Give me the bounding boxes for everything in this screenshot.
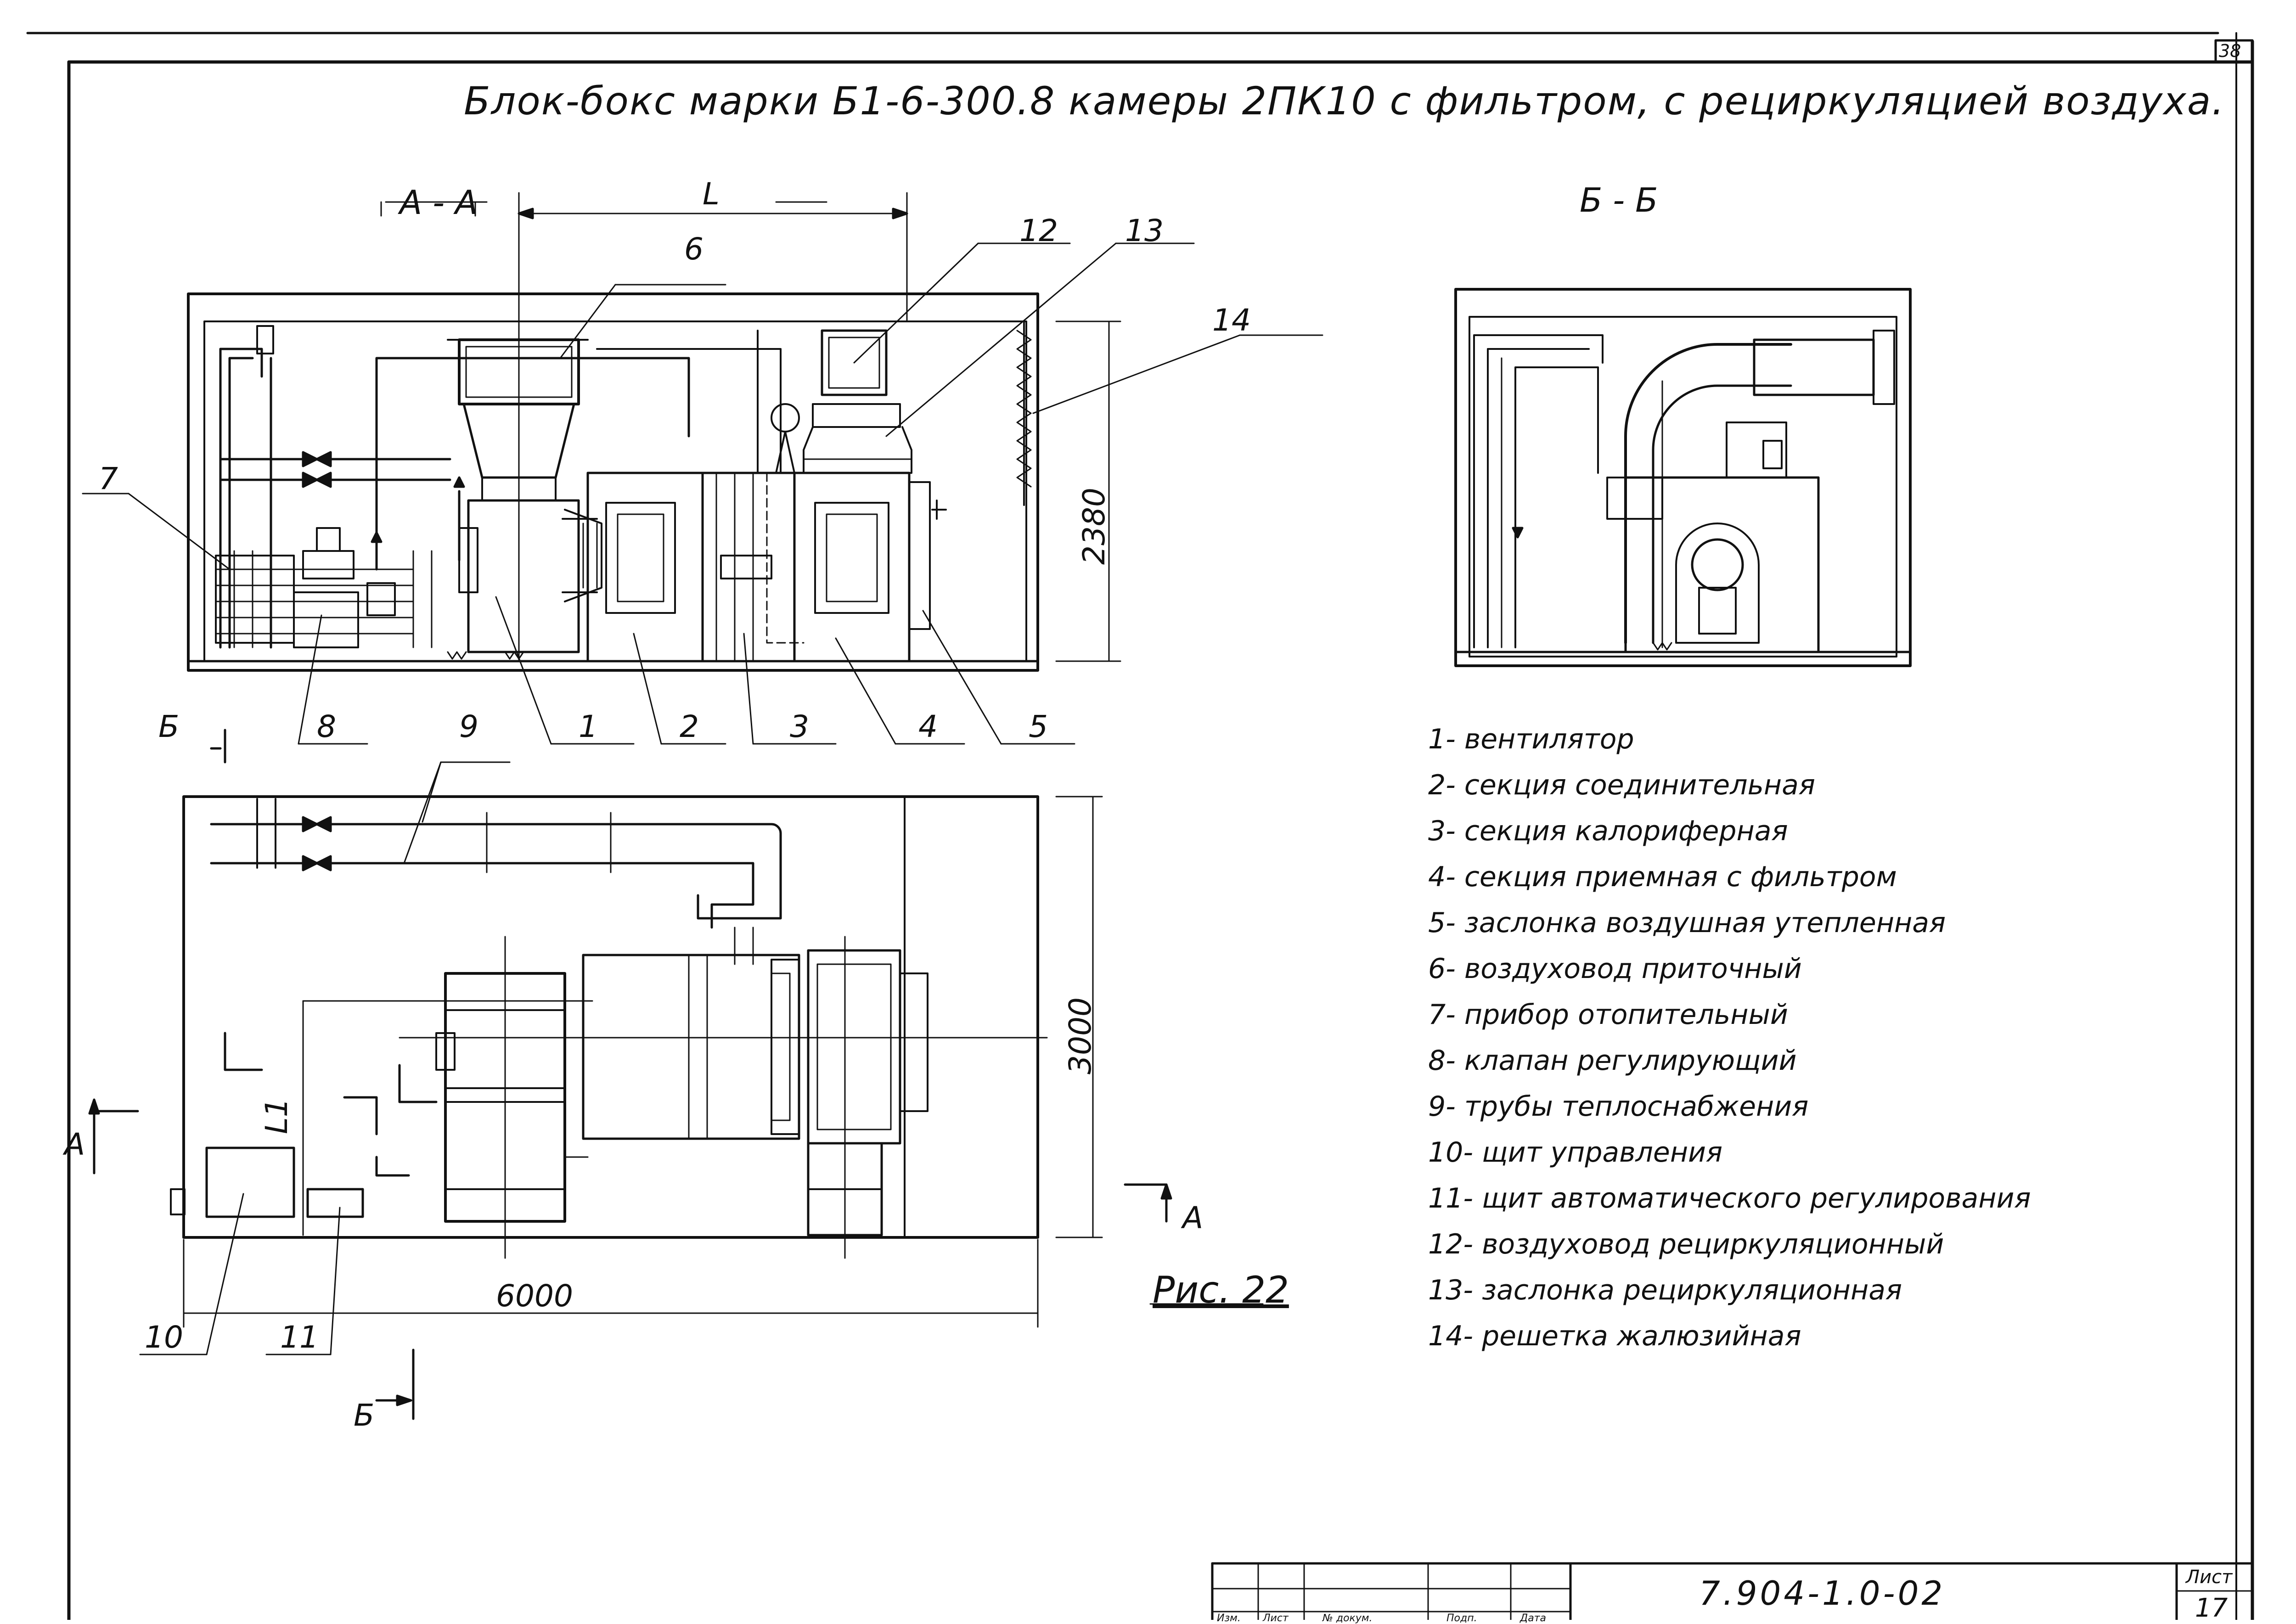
title-block-frame bbox=[1211, 1562, 2254, 1620]
cut-a-right-label: А bbox=[1182, 1200, 1204, 1236]
callout-2: 2 bbox=[680, 709, 699, 744]
title-block-header-date: Дата bbox=[1520, 1613, 1546, 1624]
callout-10: 10 bbox=[145, 1320, 183, 1355]
callout-13: 13 bbox=[1125, 213, 1164, 248]
title-block-sheet-number: 17 bbox=[2195, 1593, 2228, 1623]
section-bb-drawing bbox=[1454, 288, 1912, 667]
callout-8: 8 bbox=[317, 709, 336, 744]
legend-item: 12- воздуховод рециркуляционный bbox=[1428, 1228, 1944, 1260]
sheet-frame bbox=[26, 32, 2254, 1620]
title-block-header-docnum: № докум. bbox=[1322, 1613, 1373, 1624]
dimension-l1-label: L1 bbox=[259, 1098, 294, 1134]
section-aa-leaders bbox=[82, 201, 1323, 745]
sheet-page-number: 38 bbox=[2219, 41, 2241, 61]
dimension-l-label: L bbox=[703, 176, 720, 212]
callout-3: 3 bbox=[790, 709, 809, 744]
callout-14: 14 bbox=[1212, 303, 1251, 338]
callout-12: 12 bbox=[1019, 213, 1058, 248]
legend-item: 9- трубы теплоснабжения bbox=[1428, 1090, 1809, 1123]
plan-view-drawing bbox=[88, 729, 1264, 1420]
title-block-sheet-label: Лист bbox=[2186, 1567, 2233, 1588]
dimension-6000-label: 6000 bbox=[496, 1278, 573, 1314]
cut-b-bottom-label: Б bbox=[354, 1398, 375, 1433]
section-aa-drawing bbox=[187, 192, 1121, 672]
callout-1: 1 bbox=[579, 709, 598, 744]
dimension-2380-label: 2380 bbox=[1076, 488, 1112, 565]
cut-b-top-label: Б bbox=[158, 709, 180, 744]
dimension-3000-label: 3000 bbox=[1063, 997, 1098, 1074]
legend-item: 1- вентилятор bbox=[1428, 723, 1634, 755]
callout-4: 4 bbox=[918, 709, 938, 744]
legend-item: 8- клапан регулирующий bbox=[1428, 1045, 1797, 1077]
legend-item: 4- секция приемная с фильтром bbox=[1428, 861, 1897, 893]
legend-item: 14- решетка жалюзийная bbox=[1428, 1320, 1801, 1352]
legend-item: 2- секция соединительная bbox=[1428, 769, 1816, 801]
callout-11: 11 bbox=[280, 1320, 319, 1355]
callout-5: 5 bbox=[1029, 709, 1048, 744]
cut-a-left-label: А bbox=[64, 1127, 85, 1162]
figure-caption: Рис. 22 bbox=[1153, 1269, 1289, 1311]
legend-item: 10- щит управления bbox=[1428, 1136, 1723, 1169]
title-block-doc-code: 7.904-1.0-02 bbox=[1699, 1574, 1946, 1613]
title-block-header-izm: Изм. bbox=[1217, 1613, 1241, 1624]
legend-item: 5- заслонка воздушная утепленная bbox=[1428, 907, 1946, 939]
callout-6: 6 bbox=[684, 231, 703, 267]
section-aa-label: А - А bbox=[400, 183, 478, 222]
legend: 1- вентилятор 2- секция соединительная 3… bbox=[1428, 723, 2031, 1366]
callout-9: 9 bbox=[459, 709, 478, 744]
section-bb-label: Б - Б bbox=[1580, 181, 1658, 219]
title-block-header-sign: Подп. bbox=[1446, 1613, 1477, 1624]
legend-item: 11- щит автоматического регулирования bbox=[1428, 1182, 2031, 1214]
legend-item: 13- заслонка рециркуляционная bbox=[1428, 1274, 1902, 1306]
drawing-title: Блок-бокс марки Б1-6-300.8 камеры 2ПК10 … bbox=[464, 79, 2225, 124]
title-block-header-list: Лист bbox=[1263, 1613, 1289, 1624]
legend-item: 6- воздуховод приточный bbox=[1428, 953, 1802, 985]
callout-7: 7 bbox=[99, 461, 118, 496]
legend-item: 7- прибор отопительный bbox=[1428, 999, 1788, 1031]
legend-item: 3- секция калориферная bbox=[1428, 815, 1788, 847]
